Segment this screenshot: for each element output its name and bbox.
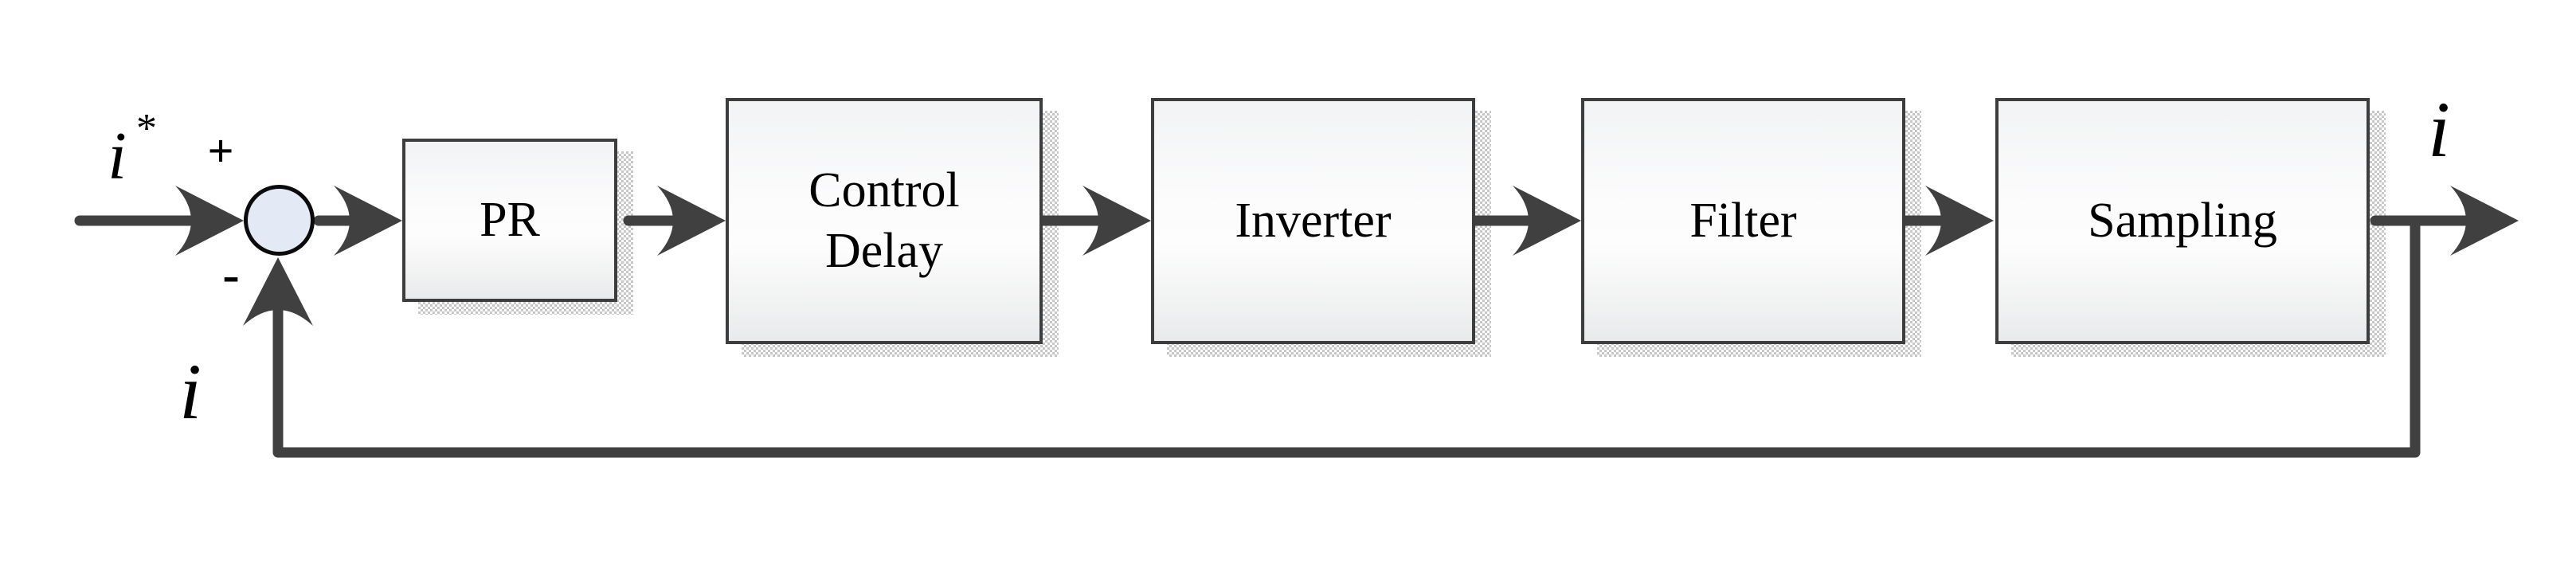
block-filter-label: Filter (1689, 193, 1797, 248)
summing-junction (244, 185, 315, 256)
plus-sign: + (207, 125, 234, 177)
block-pr-label: PR (480, 192, 540, 247)
minus-sign: - (222, 246, 240, 303)
feedback-current-label: i (179, 347, 202, 436)
block-control-delay-label: Control Delay (808, 163, 960, 278)
reference-current-label: i (108, 118, 127, 194)
block-control-delay: Control Delay (726, 98, 1043, 344)
output-current-label: i (2428, 85, 2450, 174)
delay-to-inverter-arrowhead (1082, 186, 1151, 256)
block-sampling: Sampling (1995, 98, 2370, 344)
block-inverter-label: Inverter (1235, 193, 1392, 248)
block-inverter: Inverter (1151, 98, 1475, 344)
output-arrowhead (2450, 186, 2519, 256)
block-sampling-label: Sampling (2088, 193, 2277, 248)
filter-to-sampling-arrowhead (1925, 186, 1994, 256)
block-filter: Filter (1581, 98, 1905, 344)
feedback-line (272, 221, 2421, 458)
inverter-to-filter-arrowhead (1513, 186, 1581, 256)
feedback-arrowhead (243, 257, 313, 326)
sum-to-pr-arrowhead (334, 186, 402, 256)
input-arrowhead (175, 186, 244, 256)
block-pr: PR (402, 139, 617, 302)
reference-current-asterisk: * (136, 106, 157, 151)
pr-to-delay-arrowhead (657, 186, 726, 256)
